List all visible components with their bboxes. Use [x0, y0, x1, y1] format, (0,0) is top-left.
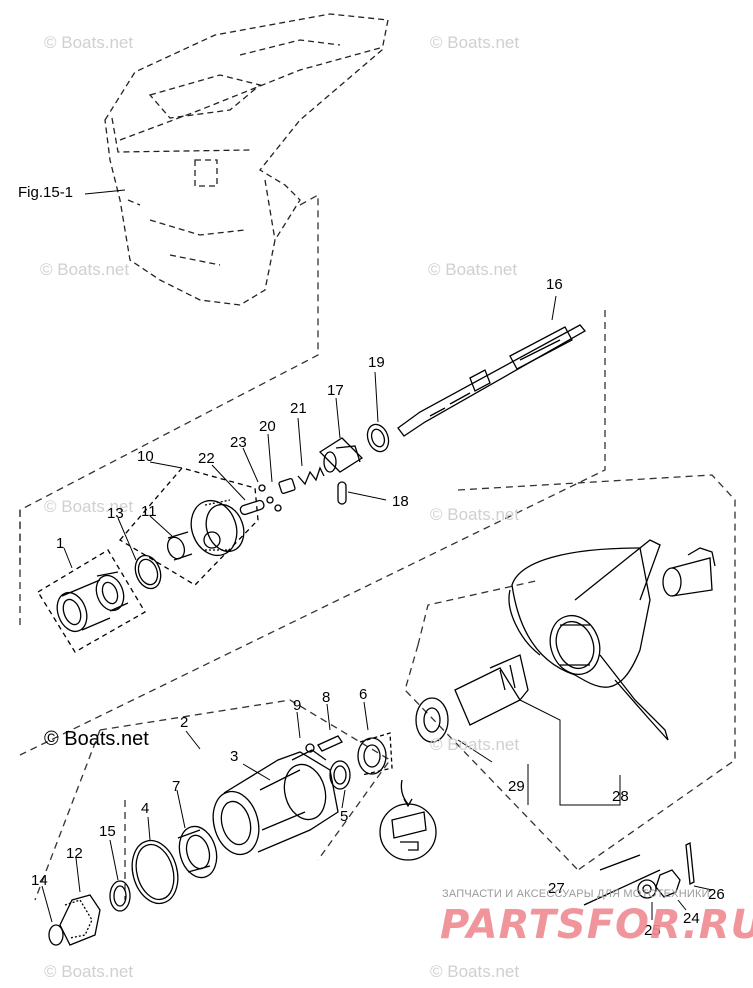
watermark-2: © Boats.net: [430, 33, 520, 52]
watermark-4: © Boats.net: [428, 260, 518, 279]
part-label-26: 26: [708, 886, 725, 903]
watermark-9: © Boats.net: [430, 962, 520, 981]
source-mark: © Boats.net: [44, 728, 149, 750]
pump-housing: [212, 749, 339, 856]
part-label-6: 6: [359, 686, 368, 703]
figure-reference: Fig.15-1: [18, 184, 74, 201]
part-label-2: 2: [180, 714, 189, 731]
part-label-17: 17: [327, 382, 344, 399]
prop-bushing: [415, 654, 529, 743]
part-label-16: 16: [546, 276, 563, 293]
clutch-parts: [239, 423, 390, 516]
part-label-24: 24: [683, 910, 700, 927]
watermark-5: © Boats.net: [44, 497, 134, 516]
propeller-shaft: [397, 324, 586, 437]
small-parts: [305, 732, 393, 790]
part-1-group: [37, 549, 146, 653]
part-label-28: 28: [612, 788, 629, 805]
propeller: [508, 539, 669, 741]
part-label-8: 8: [322, 689, 331, 706]
part-label-29: 29: [508, 778, 525, 795]
label-leaders: [41, 189, 713, 923]
detail-inset: [379, 779, 437, 861]
watermark-3: © Boats.net: [40, 260, 130, 279]
spline-hub: [662, 547, 716, 597]
part-label-25: 25: [644, 922, 661, 939]
part-label-9: 9: [293, 697, 302, 714]
part-label-19: 19: [368, 354, 385, 371]
part-label-27: 27: [548, 880, 565, 897]
part-10-group: [119, 467, 259, 590]
part-label-14: 14: [31, 872, 48, 889]
watermark-6: © Boats.net: [430, 505, 520, 524]
group-frames: [19, 193, 736, 901]
part-label-11: 11: [141, 503, 157, 520]
gearcase-housing: [104, 13, 389, 306]
part-label-7: 7: [172, 778, 181, 795]
part-label-21: 21: [290, 400, 307, 417]
part-label-5: 5: [340, 808, 349, 825]
part-label-18: 18: [392, 493, 409, 510]
watermark-7: © Boats.net: [430, 735, 520, 754]
watermark-8: © Boats.net: [44, 962, 134, 981]
part-label-4: 4: [141, 800, 150, 817]
part-label-3: 3: [230, 748, 239, 765]
watermark-1: © Boats.net: [44, 33, 134, 52]
part-label-12: 12: [66, 845, 83, 862]
part-label-10: 10: [137, 448, 154, 465]
part-label-22: 22: [198, 450, 215, 467]
lower-shaft-parts: [48, 825, 218, 946]
prop-nut-parts: [583, 841, 695, 906]
part-label-13: 13: [107, 505, 124, 522]
dealer-tagline: ЗАПЧАСТИ И АКСЕССУАРЫ ДЛЯ МОТОТЕХНИКИ: [442, 888, 710, 900]
part-label-23: 23: [230, 434, 247, 451]
part-label-1: 1: [56, 535, 65, 552]
part-label-20: 20: [259, 418, 276, 435]
dealer-logo: PARTSFOR.RU: [440, 902, 753, 948]
part-label-15: 15: [99, 823, 116, 840]
